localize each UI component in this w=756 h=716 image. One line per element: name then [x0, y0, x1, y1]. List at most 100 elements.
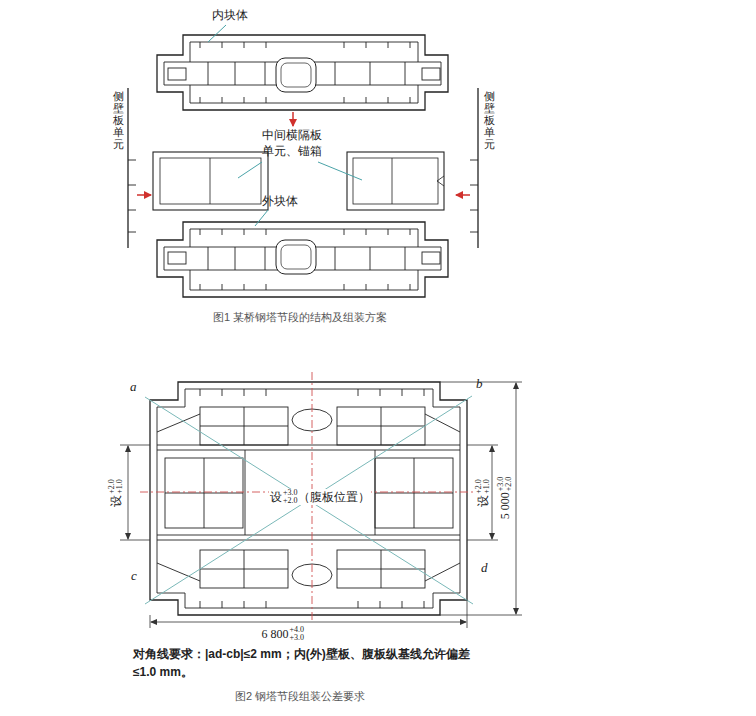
drawing-line — [157, 563, 200, 581]
drawing-line — [470, 232, 478, 233]
drawing-rect — [165, 458, 243, 528]
dimension-value: 5 000 — [498, 492, 512, 519]
dimension-text: 5 000+3.0+2.0 — [497, 476, 513, 521]
drawing-line — [222, 601, 223, 608]
drawing-line — [456, 194, 470, 196]
drawing-line — [128, 185, 136, 186]
drawing-line — [470, 185, 478, 186]
upper-tolerance: +4.0 — [290, 626, 305, 634]
corner-label: b — [476, 376, 483, 392]
drawing-line — [266, 389, 267, 396]
drawing-line — [477, 88, 478, 248]
drawing-path — [150, 382, 467, 615]
drawing-line — [137, 194, 151, 196]
drawing-line — [380, 389, 381, 396]
drawing-line — [402, 601, 403, 608]
drawing-rect — [160, 158, 261, 204]
drawing-line — [318, 162, 362, 180]
drawing-line — [210, 158, 211, 204]
drawing-line — [244, 389, 245, 396]
drawing-line — [120, 445, 150, 446]
drawing-line — [157, 414, 200, 432]
figure-caption: 图2 钢塔节段组装公差要求 — [235, 690, 365, 703]
lower-tolerance: +1.0 — [116, 479, 124, 494]
drawing-line — [292, 112, 294, 126]
drawing-line — [222, 389, 223, 396]
drawing-line — [492, 446, 493, 539]
upper-tolerance: +3.0 — [283, 489, 298, 497]
drawing-line — [440, 615, 522, 616]
dimension-text: 设+2.0+1.0 — [475, 478, 491, 508]
drawing-line — [200, 569, 288, 570]
corner-label: a — [130, 379, 137, 395]
outer-block — [157, 222, 448, 297]
assembly-arrows — [137, 112, 470, 195]
drawing-rect — [337, 550, 425, 588]
drawing-line — [424, 389, 425, 396]
drawing-rect — [200, 407, 288, 445]
drawing-line — [358, 389, 359, 396]
dimension-value: 6 800 — [262, 627, 289, 641]
drawing-rect — [200, 550, 288, 588]
drawing-line — [266, 601, 267, 608]
drawing-g — [157, 389, 460, 608]
drawing-line — [337, 426, 425, 427]
tolerance-stack: +2.0+1.0 — [475, 479, 491, 494]
inner-block — [157, 35, 448, 110]
tolerance-stack: +4.0+3.0 — [290, 626, 305, 642]
drawing-line — [150, 615, 151, 628]
part-label: 中间横隔板 单元、锚箱 — [262, 127, 328, 159]
drawing-line — [375, 493, 453, 494]
drawing-line — [145, 396, 472, 604]
drawing-line — [467, 445, 498, 446]
drawing-line — [128, 160, 136, 161]
upper-tolerance: +3.0 — [497, 477, 505, 492]
drawing-line — [127, 88, 128, 248]
drawing-line — [145, 397, 473, 604]
drawing-line — [255, 210, 268, 226]
dimension-note: （腹板位置） — [298, 490, 370, 504]
lower-tolerance: +1.0 — [483, 479, 491, 494]
dimension-value: 设 — [476, 495, 490, 507]
part-label: 外块体 — [262, 194, 298, 208]
tolerance-note: 对角线要求：|ad-cb|≤2 mm；内(外)壁板、腹板纵基线允许偏差≤1.0 … — [133, 645, 485, 681]
figure-caption: 图1 某桥钢塔节段的结构及组装方案 — [213, 311, 387, 324]
drawing-line — [424, 601, 425, 608]
drawing-rect — [337, 407, 425, 445]
tolerance-stack: +2.0+1.0 — [108, 479, 124, 494]
dimension-text: 6 800+4.0+3.0 — [261, 626, 306, 642]
drawing-line — [467, 600, 468, 628]
drawing-rect — [347, 152, 444, 210]
drawing-line — [128, 446, 129, 539]
dimension-lines — [120, 382, 522, 628]
drawing-line — [470, 160, 478, 161]
drawing-line — [151, 622, 466, 623]
lower-tolerance: +3.0 — [290, 634, 305, 642]
drawing-rect — [353, 158, 438, 204]
upper-tolerance: +2.0 — [108, 479, 116, 494]
leader-lines — [208, 25, 362, 226]
drawing-line — [402, 389, 403, 396]
part-label: 侧壁板单元 — [113, 90, 124, 150]
dimension-text: 设+2.0+1.0 — [108, 478, 124, 508]
corner-label: d — [481, 560, 488, 576]
drawing-line — [200, 601, 201, 608]
drawing-line — [337, 569, 425, 570]
part-label: 内块体 — [212, 8, 248, 22]
side-plates — [128, 88, 478, 248]
drawing-line — [120, 540, 150, 541]
drawing-line — [157, 450, 460, 451]
dimension-value: 设 — [109, 495, 123, 507]
drawing-line — [200, 426, 288, 427]
drawing-line — [157, 535, 460, 536]
lower-tolerance: +2.0 — [283, 497, 298, 505]
drawing-path — [437, 176, 444, 186]
center-lines — [140, 372, 478, 620]
middle-units — [153, 152, 444, 210]
drawing-line — [358, 601, 359, 608]
tolerance-stack: +3.0+2.0 — [283, 489, 298, 505]
part-label: 侧壁板单元 — [484, 90, 495, 150]
drawing-line — [165, 493, 243, 494]
segment-plan — [120, 372, 522, 628]
